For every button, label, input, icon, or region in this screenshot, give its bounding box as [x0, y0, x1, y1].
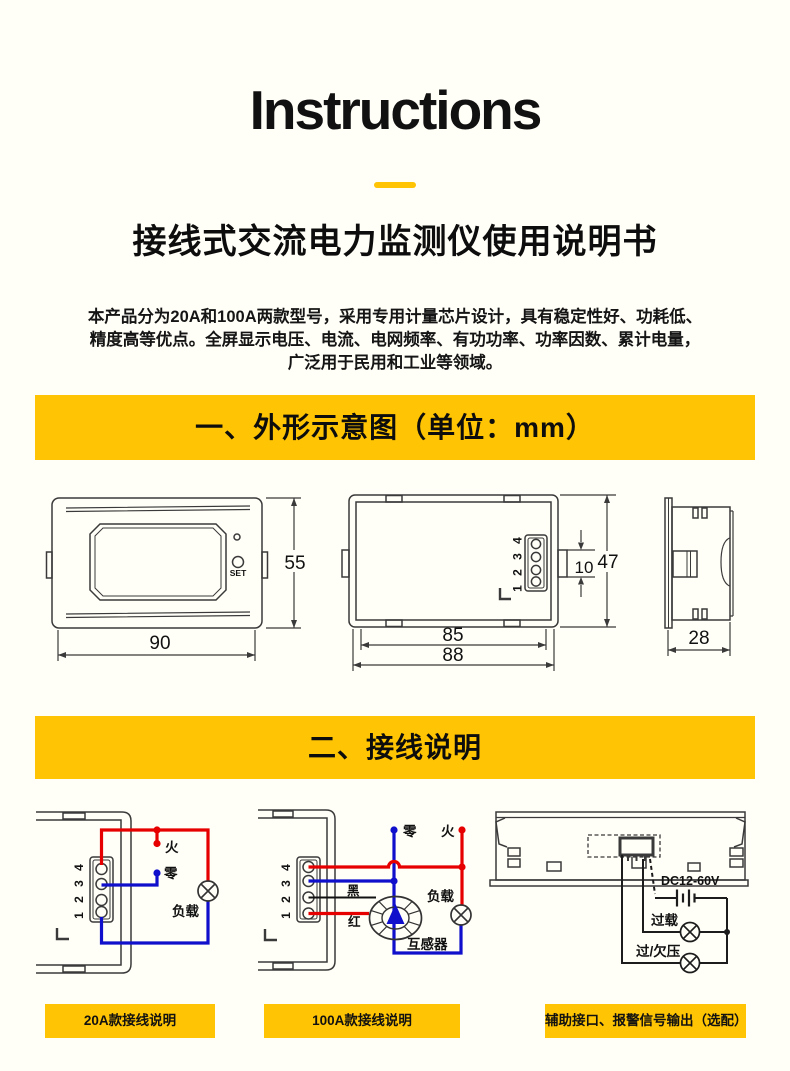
accent-dash	[374, 182, 416, 188]
load-lamp	[197, 880, 219, 902]
load-lamp	[450, 904, 472, 926]
neutral-label: 零	[402, 824, 417, 839]
wiring-diagram-aux: DC12-60V 过载 过/欠压	[489, 811, 749, 974]
terminal-block	[296, 856, 321, 923]
mount-clip-right	[733, 817, 746, 848]
mount-clip-left	[495, 817, 508, 848]
terminal-numbers: 1 2 3 4	[279, 861, 293, 919]
intro-line-1: 本产品分为20A和100A两款型号，采用专用计量芯片设计，具有稳定性好、功耗低、	[87, 308, 703, 326]
aux-connector	[618, 836, 655, 857]
intro-paragraph: 本产品分为20A和100A两款型号，采用专用计量芯片设计，具有稳定性好、功耗低、…	[35, 306, 755, 375]
display-screen	[89, 523, 227, 601]
terminal-block	[524, 534, 548, 592]
terminal-numbers: 1 2 3 4	[511, 534, 525, 592]
current-transformer	[368, 895, 423, 941]
dim-width-90: 90	[149, 633, 170, 654]
side-view-drawing	[664, 497, 734, 656]
wiring-diagram-100a: 1 2 3 4 零 火 黑 红 负载 互感器	[258, 809, 472, 971]
set-button	[231, 555, 245, 569]
led-indicator	[233, 533, 241, 541]
caption-100a: 100A款接线说明	[264, 1004, 460, 1038]
wiring-diagrams: 1 2 3 4 火 零 负载	[36, 809, 749, 974]
power-label: DC12-60V	[661, 874, 720, 888]
red-wire-label: 红	[348, 914, 361, 929]
dimension-drawings: 55 90 SET 1 2 3 4 10 47 85 88 28	[45, 494, 734, 671]
neutral-wire	[99, 875, 210, 945]
neutral-wire	[308, 830, 463, 955]
live-label: 火	[165, 840, 179, 855]
alarm-circuit	[621, 855, 728, 974]
battery-symbol	[675, 889, 696, 907]
transformer-label: 互感器	[407, 936, 448, 952]
page-subtitle: 接线式交流电力监测仪使用说明书	[132, 223, 658, 261]
neutral-label: 零	[163, 866, 178, 881]
set-button-label: SET	[230, 568, 247, 578]
overload-label: 过载	[651, 912, 679, 928]
black-wire-label: 黑	[347, 883, 360, 898]
dim-height-47: 47	[597, 552, 618, 573]
wiring-diagram-20a: 1 2 3 4 火 零 负载	[36, 811, 219, 974]
live-label: 火	[441, 824, 455, 839]
dim-width-88: 88	[442, 645, 463, 666]
caption-20a: 20A款接线说明	[45, 1004, 215, 1038]
caption-aux: 辅助接口、报警信号输出（选配）	[545, 1004, 748, 1038]
dim-pitch-10: 10	[575, 558, 594, 577]
intro-line-2: 精度高等优点。全屏显示电压、电流、电网频率、有功功率、功率因数、累计电量，	[89, 331, 701, 349]
load-label: 负载	[427, 888, 454, 904]
page-title: Instructions	[249, 79, 543, 141]
section-heading-dimensions: 一、外形示意图（单位：mm）	[35, 395, 755, 460]
dim-height-55: 55	[284, 553, 305, 574]
ct-arrow	[386, 904, 405, 924]
intro-line-3: 广泛用于民用和工业等领域。	[287, 354, 503, 372]
back-view-drawing	[341, 494, 621, 671]
voltage-alarm-label: 过/欠压	[636, 943, 681, 959]
dim-depth-28: 28	[688, 628, 709, 649]
dim-width-85: 85	[442, 625, 463, 646]
load-label: 负载	[172, 903, 199, 919]
front-view-drawing	[45, 497, 308, 661]
terminal-numbers: 1 2 3 4	[72, 861, 86, 919]
section-heading-wiring: 二、接线说明	[35, 716, 755, 779]
